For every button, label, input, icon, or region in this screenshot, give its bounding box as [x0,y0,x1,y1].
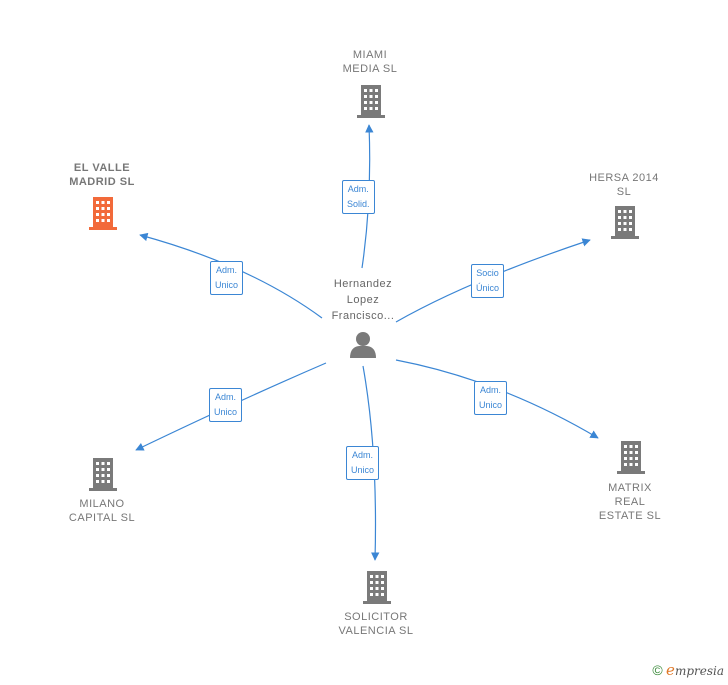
edge-label-milano: Adm. Unico [209,388,243,422]
building-icon-miami[interactable] [357,85,385,118]
edge-label-elvalle: Adm. Unico [210,261,244,295]
node-label-matrix[interactable]: MATRIX REAL ESTATE SL [598,482,662,522]
edge-label-matrix: Adm. Unico [474,381,508,415]
center-name-line-2: Lopez [346,294,380,306]
edge-label-solicitor: Adm. Unico [346,446,380,480]
building-icon-hersa[interactable] [611,206,639,239]
node-label-milano[interactable]: MILANO CAPITAL SL [68,498,136,524]
edge-label-hersa: Socio Único [471,264,505,298]
footer-brand[interactable]: © empresia [652,661,724,679]
node-label-elvalle[interactable]: EL VALLE MADRID SL [69,162,135,188]
copyright-icon: © [652,662,663,678]
building-icon-solicitor[interactable] [363,571,391,604]
building-icon-milano[interactable] [89,458,117,491]
center-name-line-1: Hernandez [333,278,393,290]
building-icon-matrix[interactable] [617,441,645,474]
node-label-hersa[interactable]: HERSA 2014 SL [589,172,659,198]
center-name-line-3: Francisco... [331,310,395,322]
person-icon[interactable] [350,332,376,358]
brand-initial: e [666,661,675,679]
building-icon-elvalle[interactable] [89,197,117,230]
node-label-solicitor[interactable]: SOLICITOR VALENCIA SL [338,611,414,637]
brand-logo: empresia [666,661,724,679]
edge-label-miami: Adm. Solid. [342,180,375,214]
center-person-label[interactable]: Hernandez Lopez Francisco... [316,276,410,324]
brand-rest: mpresia [674,664,724,678]
node-label-miami[interactable]: MIAMI MEDIA SL [342,49,398,75]
